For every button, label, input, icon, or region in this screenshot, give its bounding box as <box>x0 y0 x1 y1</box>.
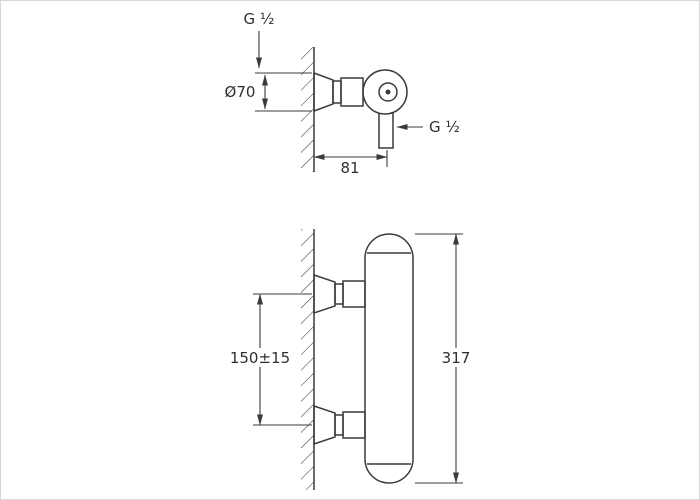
label-mask <box>437 348 475 367</box>
escutcheon-side-view <box>313 71 334 113</box>
union-ring-side-view <box>332 80 342 104</box>
center-dot <box>385 89 391 95</box>
wall-hatching-top <box>301 47 314 172</box>
inlet-thread-label: G ½ <box>244 10 275 28</box>
wall-hatching-bottom <box>301 229 314 490</box>
front-view-labels: 150±15 317 <box>228 348 475 367</box>
wall-to-outlet-label: 81 <box>340 159 359 177</box>
outlet-thread-label: G ½ <box>429 118 460 136</box>
front-view <box>301 229 414 490</box>
escutcheon-diameter-label: Ø70 <box>225 83 256 101</box>
escutcheon-lower <box>313 404 336 446</box>
union-ring-upper <box>334 283 344 305</box>
union-nut-side-view <box>340 77 364 107</box>
union-nut-lower <box>342 411 366 439</box>
body-length-label: 317 <box>442 349 471 367</box>
escutcheon-upper <box>313 273 336 315</box>
union-ring-lower <box>334 414 344 436</box>
connection-spacing-label: 150±15 <box>230 349 290 367</box>
valve-body-side-view <box>362 69 408 115</box>
outlet-boss <box>378 82 398 102</box>
label-mask <box>228 348 292 367</box>
mixer-body <box>364 233 414 484</box>
side-view-labels: G ½ Ø70 G ½ 81 <box>225 10 460 177</box>
side-view <box>301 47 408 172</box>
side-view-dimensions <box>255 31 423 167</box>
union-nut-upper <box>342 280 366 308</box>
outlet-pipe <box>378 113 394 149</box>
